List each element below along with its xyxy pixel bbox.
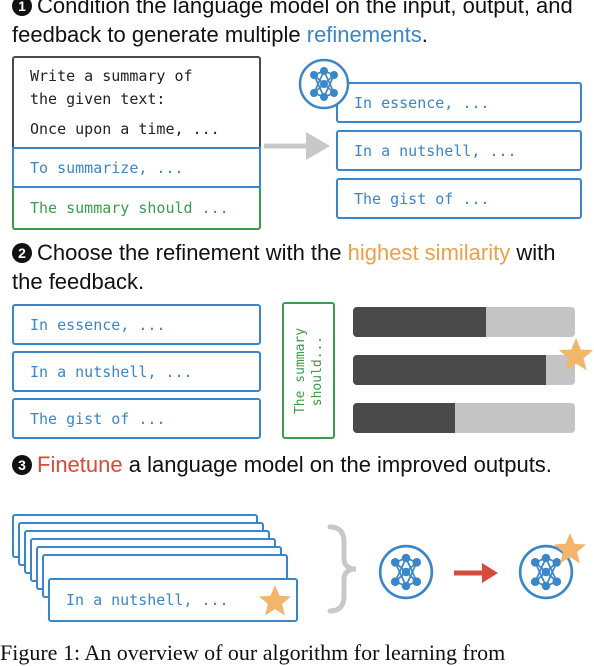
refinement-box: In a nutshell, ... xyxy=(336,130,582,171)
input-line-2: the given text: xyxy=(30,90,166,108)
star-icon xyxy=(559,338,593,371)
stack-card-front: In a nutshell, ... xyxy=(48,578,298,622)
step3-highlight: Finetune xyxy=(37,452,123,477)
similarity-bar xyxy=(353,355,575,385)
refinement-text: The gist of ... xyxy=(354,189,490,208)
neural-network-icon xyxy=(378,544,434,600)
input-line-3: Once upon a time, ... xyxy=(30,120,220,138)
input-box: Write a summary of the given text: Once … xyxy=(12,56,261,147)
step2-text-end: with the feedback. xyxy=(12,240,556,294)
step1-text: Condition the language model on the inpu… xyxy=(12,0,573,47)
refinement-box: The gist of ... xyxy=(12,398,261,439)
feedback-vertical-line-2: should... xyxy=(309,335,325,406)
improved-outputs-stack: In a nutshell, ... xyxy=(12,514,302,624)
neural-network-icon xyxy=(298,58,350,110)
refinement-box: In essence, ... xyxy=(12,304,261,345)
feedback-box: The summary should ... xyxy=(12,188,261,230)
refinement-box: In a nutshell, ... xyxy=(12,351,261,392)
feedback-vertical-text: The summary should... xyxy=(292,327,326,413)
input-line-1: Write a summary of xyxy=(30,67,193,85)
refinement-box: The gist of ... xyxy=(336,178,582,219)
step3-text: a language model on the improved outputs… xyxy=(122,452,552,477)
step2-number: 2 xyxy=(12,243,32,263)
feedback-vertical-line-1: The summary xyxy=(292,327,308,414)
similarity-bar-fill xyxy=(353,307,487,337)
output-box: To summarize, ... xyxy=(12,147,261,188)
arrow-right-icon xyxy=(264,132,330,160)
star-icon xyxy=(258,584,292,616)
step2-text: Choose the refinement with the xyxy=(37,240,348,265)
step3-number: 3 xyxy=(12,455,32,475)
figure-caption: Figure 1: An overview of our algorithm f… xyxy=(0,640,506,665)
refinement-text: In a nutshell, ... xyxy=(30,362,193,381)
neural-network-icon xyxy=(518,544,574,600)
stack-card-text: In a nutshell, ... xyxy=(66,591,229,609)
curly-brace-icon xyxy=(327,524,357,614)
refinement-text: In essence, ... xyxy=(30,315,166,334)
refinement-box: In essence, ... xyxy=(336,82,582,123)
refinement-text: In a nutshell, ... xyxy=(354,141,517,160)
similarity-bar xyxy=(353,403,575,433)
refinement-text: The gist of ... xyxy=(30,409,166,428)
step1-number: 1 xyxy=(12,0,32,16)
step1-text-end: . xyxy=(421,22,428,47)
feedback-vertical-box: The summary should... xyxy=(282,302,335,439)
step2-highlight: highest similarity xyxy=(347,240,511,265)
similarity-bar xyxy=(353,307,575,337)
feedback-text: The summary should ... xyxy=(30,199,229,217)
similarity-bar-fill xyxy=(353,355,547,385)
input-output-feedback-box: Write a summary of the given text: Once … xyxy=(12,56,261,230)
refinement-text: In essence, ... xyxy=(354,93,490,112)
arrow-right-icon xyxy=(454,563,498,583)
output-text: To summarize, ... xyxy=(30,158,184,177)
step1-highlight: refinements xyxy=(306,22,422,47)
similarity-bar-fill xyxy=(353,403,456,433)
star-icon xyxy=(553,532,587,564)
